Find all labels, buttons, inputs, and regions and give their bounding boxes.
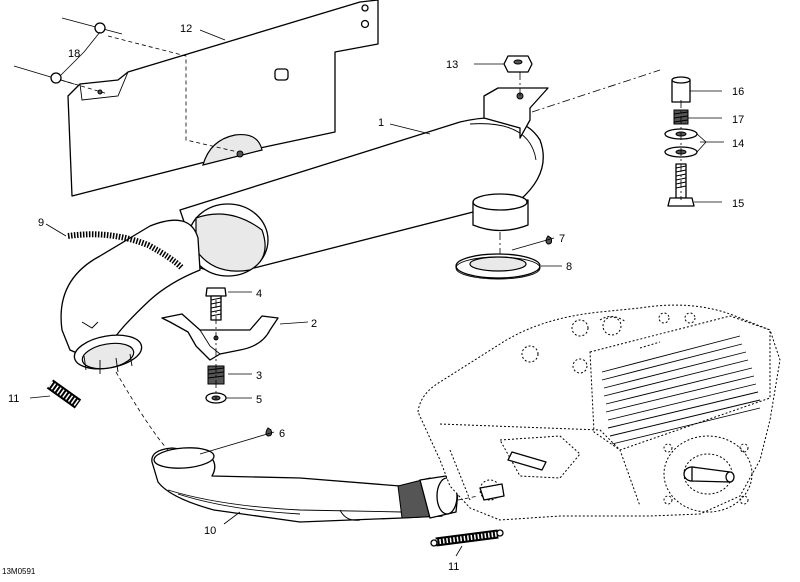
sealant-drop-7-icon — [545, 235, 553, 245]
heat-shield-plate — [67, 0, 379, 197]
callout-15: 15 — [732, 198, 744, 210]
callout-7: 7 — [559, 233, 565, 245]
engine-outline — [417, 304, 781, 521]
callout-1: 1 — [378, 117, 384, 129]
callout-8: 8 — [566, 261, 572, 273]
callout-6: 6 — [279, 428, 285, 440]
callout-18: 18 — [68, 48, 80, 60]
callout-11-bottom: 11 — [448, 561, 459, 573]
cooling-fins — [601, 335, 761, 445]
cable-tie-upper — [61, 17, 123, 35]
callout-9: 9 — [38, 217, 44, 229]
callout-13: 13 — [446, 59, 458, 71]
exhaust-pipe — [151, 447, 459, 523]
callout-17: 17 — [732, 114, 744, 126]
rubber-grommet — [455, 253, 541, 280]
sealant-drop-6-icon — [265, 427, 273, 437]
callout-12: 12 — [180, 23, 192, 35]
callout-5: 5 — [256, 394, 262, 406]
wire-sleeve — [67, 231, 185, 271]
spacer-sleeve — [671, 76, 691, 103]
support-bracket — [161, 313, 279, 361]
callout-16: 16 — [732, 86, 744, 98]
tension-spring-bottom — [430, 529, 504, 547]
assembly-lines — [60, 35, 682, 501]
callout-11-left: 11 — [8, 393, 19, 405]
callout-4: 4 — [256, 288, 262, 300]
cable-tie-lower — [13, 65, 75, 85]
callout-labels: 1 2 3 4 5 6 7 8 9 10 11 11 12 13 14 15 1… — [8, 23, 744, 573]
callout-3: 3 — [256, 370, 262, 382]
flange-nut — [503, 55, 533, 73]
callout-14: 14 — [732, 138, 744, 150]
callout-10: 10 — [204, 525, 216, 537]
drawing-reference-code: 13M0591 — [2, 567, 36, 576]
leader-lines — [29, 29, 724, 557]
callout-2: 2 — [311, 318, 317, 330]
tension-spring-left — [46, 379, 82, 409]
